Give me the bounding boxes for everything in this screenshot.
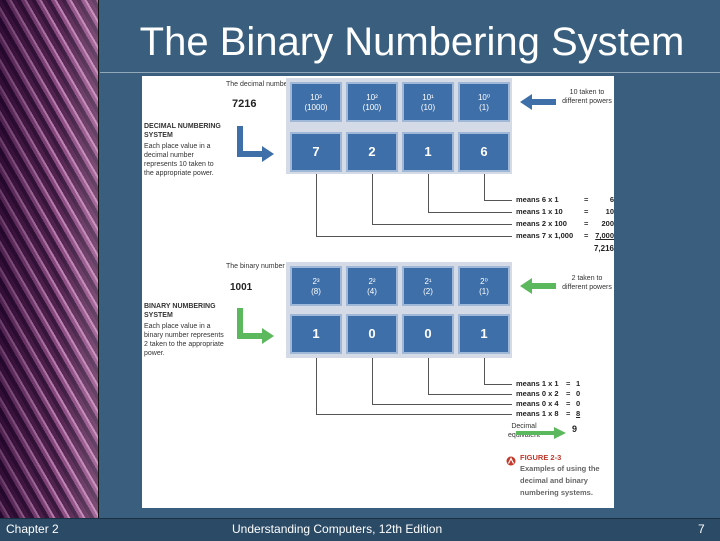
decimal-power-cell: 10¹(10): [402, 82, 454, 122]
figure-marker-icon: [506, 456, 516, 466]
decimal-means-line: means 2 x 100: [516, 219, 567, 228]
decimal-power-cell: 10²(100): [346, 82, 398, 122]
binary-number-label: The binary number: [226, 263, 285, 270]
decimal-powers-note: 10 taken to different powers: [562, 89, 612, 105]
decimal-power-cell: 10³(1000): [290, 82, 342, 122]
figure-2-3: The decimal number 7216 DECIMAL NUMBERIN…: [142, 76, 614, 508]
decimal-number-label: The decimal number: [226, 81, 290, 88]
binary-means-result: 1: [576, 379, 581, 388]
binary-arrow-icon: [237, 308, 274, 344]
binary-means-eq: =: [566, 389, 571, 398]
binary-powers-note: 2 taken to different powers: [562, 275, 612, 291]
footer-book-title: Understanding Computers, 12th Edition: [232, 522, 443, 536]
binary-power-cell: 2¹(2): [402, 266, 454, 306]
decimal-digit-cell: 2: [346, 132, 398, 172]
binary-means-result: 0: [576, 389, 581, 398]
sidebar-overlay: [0, 0, 98, 518]
decimal-means-result: 200: [601, 219, 614, 228]
footer-chapter: Chapter 2: [6, 522, 59, 536]
binary-means-result: 8: [576, 409, 581, 418]
binary-digit-cell: 1: [458, 314, 510, 354]
decimal-means-eq: =: [584, 195, 589, 204]
binary-means-eq: =: [566, 399, 571, 408]
decimal-means-line: means 1 x 10: [516, 207, 563, 216]
decimal-means-eq: =: [584, 207, 589, 216]
binary-power-cell: 2³(8): [290, 266, 342, 306]
decimal-equivalent-arrow-icon: [516, 427, 566, 439]
decimal-arrow-icon: [237, 126, 274, 162]
binary-power-cell: 2⁰(1): [458, 266, 510, 306]
decimal-means-line: means 7 x 1,000: [516, 231, 574, 240]
slide-footer: [0, 518, 720, 541]
binary-heading: BINARY NUMBERING SYSTEM: [144, 303, 216, 319]
decimal-means-result: 7,000: [595, 231, 614, 240]
decimal-number: 7216: [232, 98, 257, 110]
binary-power-cell: 2²(4): [346, 266, 398, 306]
decimal-heading: DECIMAL NUMBERING SYSTEM: [144, 123, 221, 139]
decimal-means-result: 6: [609, 195, 614, 204]
decimal-digit-cell: 7: [290, 132, 342, 172]
decimal-description: Each place value in a decimal number rep…: [144, 143, 214, 177]
decimal-means-eq: =: [584, 219, 589, 228]
slide-title: The Binary Numbering System: [139, 20, 685, 64]
binary-means-eq: =: [566, 409, 571, 418]
decimal-means-line: means 6 x 1: [516, 195, 559, 204]
decimal-power-cell: 10⁰(1): [458, 82, 510, 122]
binary-means-result: 0: [576, 399, 581, 408]
decimal-means-eq: =: [584, 231, 589, 240]
figure-caption-text: Examples of using the decimal and binary…: [520, 464, 600, 497]
binary-means-line: means 1 x 1: [516, 379, 559, 388]
binary-means-line: means 0 x 4: [516, 399, 559, 408]
decimal-total: 7,216: [593, 244, 614, 253]
page-number: 7: [698, 522, 705, 536]
binary-means-line: means 0 x 2: [516, 389, 559, 398]
binary-means-line: means 1 x 8: [516, 409, 559, 418]
binary-digit-cell: 1: [290, 314, 342, 354]
decimal-equivalent-value: 9: [572, 424, 578, 434]
figure-caption-label: FIGURE 2-3: [520, 453, 562, 462]
binary-means-eq: =: [566, 379, 571, 388]
decimal-equivalent-label: Decimal equivalent: [508, 423, 540, 439]
decimal-means-result: 10: [605, 207, 614, 216]
decimal-digit-cell: 1: [402, 132, 454, 172]
binary-powers-arrow-icon: [520, 278, 556, 294]
decimal-powers-arrow-icon: [520, 94, 556, 110]
binary-number: 1001: [230, 282, 253, 293]
decimal-digit-cell: 6: [458, 132, 510, 172]
binary-digit-cell: 0: [402, 314, 454, 354]
binary-digit-cell: 0: [346, 314, 398, 354]
title-divider: [100, 72, 720, 73]
binary-description: Each place value in a binary number repr…: [144, 323, 224, 357]
